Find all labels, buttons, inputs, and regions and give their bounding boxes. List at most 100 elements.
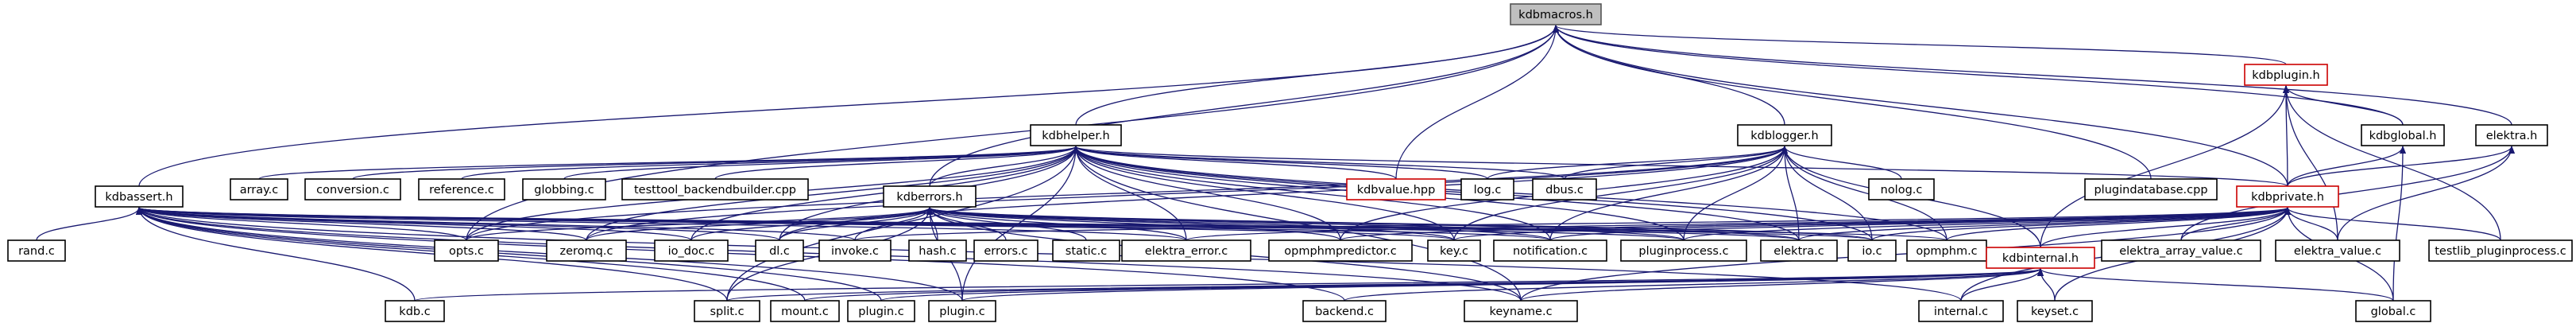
edge-kdbprivate-to-elektra_h	[2287, 146, 2515, 187]
node-io[interactable]: io.c	[1847, 239, 1897, 262]
edge-opmphmpredictor-to-kdberrors	[926, 207, 1341, 241]
edge-elektra_array_value-to-elektra_h	[2180, 146, 2515, 241]
node-kdbassert[interactable]: kdbassert.h	[95, 185, 184, 208]
node-kdbinternal[interactable]: kdbinternal.h	[1986, 247, 2095, 269]
node-kdb_c[interactable]: kdb.c	[385, 300, 445, 322]
node-opmphm[interactable]: opmphm.c	[1906, 239, 1987, 262]
node-dbus[interactable]: dbus.c	[1532, 178, 1597, 200]
node-globbing[interactable]: globbing.c	[522, 178, 606, 200]
edge-global-to-kdbglobal	[2392, 146, 2406, 302]
node-box	[654, 239, 729, 262]
node-notification[interactable]: notification.c	[1493, 239, 1607, 262]
node-label: static.c	[1066, 245, 1107, 258]
edge-keyname-to-kdbinternal	[1520, 268, 2044, 302]
node-elektra_c[interactable]: elektra.c	[1760, 239, 1838, 262]
node-label: pluginprocess.c	[1638, 245, 1728, 258]
node-nolog[interactable]: nolog.c	[1868, 178, 1935, 200]
node-mount[interactable]: mount.c	[770, 300, 840, 322]
node-box	[1532, 178, 1597, 200]
node-hash[interactable]: hash.c	[908, 239, 967, 262]
node-zeromq[interactable]: zeromq.c	[546, 239, 627, 262]
node-kdblogger[interactable]: kdblogger.h	[1737, 124, 1832, 146]
edge-elektra_value-to-elektra_h	[2337, 146, 2515, 241]
node-label: reference.c	[429, 184, 494, 197]
node-pluginprocess[interactable]: pluginprocess.c	[1620, 239, 1747, 262]
node-elektra_h[interactable]: elektra.h	[2475, 124, 2548, 146]
node-static[interactable]: static.c	[1052, 239, 1120, 262]
node-elektra_array_value[interactable]: elektra_array_value.c	[2101, 239, 2261, 262]
node-kdbplugin[interactable]: kdbplugin.h	[2244, 64, 2328, 86]
node-kdbhelper[interactable]: kdbhelper.h	[1030, 124, 1122, 146]
edge-backend-to-kdbinternal	[1344, 268, 2044, 302]
edge-testlib_pp-to-kdbprivate	[2284, 207, 2501, 241]
node-label: backend.c	[1315, 306, 1374, 318]
edge-testlib_pp-to-kdbplugin	[2283, 85, 2501, 241]
node-box	[2361, 124, 2445, 146]
node-plugindb[interactable]: plugindatabase.cpp	[2084, 178, 2218, 200]
edge-plugin2-to-kdbinternal	[961, 268, 2044, 302]
edge-opts-to-kdbmacros	[466, 25, 1559, 241]
node-elektra_error[interactable]: elektra_error.c	[1121, 239, 1251, 262]
node-backend[interactable]: backend.c	[1302, 300, 1387, 322]
node-plugin1[interactable]: plugin.c	[847, 300, 915, 322]
node-array[interactable]: array.c	[230, 178, 288, 200]
edge-split-to-kdbassert	[136, 207, 728, 302]
node-elektra_value[interactable]: elektra_value.c	[2275, 239, 2400, 262]
node-invoke[interactable]: invoke.c	[818, 239, 892, 262]
node-kdbmacros[interactable]: kdbmacros.h	[1510, 3, 1602, 25]
node-box	[818, 239, 892, 262]
edge-globbing-to-kdbhelper	[563, 146, 1079, 180]
node-box	[2084, 178, 2218, 200]
edge-testtool-to-kdbhelper	[714, 146, 1079, 180]
node-testlib_pp[interactable]: testlib_pluginprocess.c	[2428, 239, 2573, 262]
node-label: keyname.c	[1489, 306, 1552, 318]
node-label: kdbassert.h	[105, 191, 172, 204]
node-key[interactable]: key.c	[1427, 239, 1481, 262]
edge-nolog-to-kdblogger	[1781, 146, 1902, 180]
edge-static-to-kdberrors	[926, 207, 1087, 241]
node-plugin2[interactable]: plugin.c	[928, 300, 996, 322]
node-kdbglobal[interactable]: kdbglobal.h	[2361, 124, 2445, 146]
node-box	[1847, 239, 1897, 262]
node-box	[1620, 239, 1747, 262]
node-box	[1464, 300, 1578, 322]
node-keyname[interactable]: keyname.c	[1464, 300, 1578, 322]
node-label: opts.c	[449, 245, 484, 258]
node-kdbvalue[interactable]: kdbvalue.hpp	[1346, 178, 1446, 200]
node-opts[interactable]: opts.c	[434, 239, 499, 262]
node-testtool[interactable]: testtool_backendbuilder.cpp	[621, 178, 809, 200]
node-box	[847, 300, 915, 322]
node-label: opmphm.c	[1916, 245, 1977, 258]
node-dl[interactable]: dl.c	[755, 239, 804, 262]
edge-kdbhelper-to-kdbmacros	[1075, 25, 1559, 126]
node-box	[1760, 239, 1838, 262]
node-label: log.c	[1474, 184, 1502, 197]
node-global[interactable]: global.c	[2355, 300, 2431, 322]
edge-kdb_c-to-kdbassert	[136, 207, 416, 302]
node-log[interactable]: log.c	[1460, 178, 1514, 200]
node-rand[interactable]: rand.c	[7, 239, 66, 262]
node-label: kdblogger.h	[1750, 130, 1818, 142]
node-opmphmpredictor[interactable]: opmphmpredictor.c	[1268, 239, 1413, 262]
edge-kdbprivate-to-kdbmacros	[1553, 25, 2288, 187]
edge-kdbassert-to-kdbmacros	[138, 25, 1559, 187]
node-box	[546, 239, 627, 262]
node-errors[interactable]: errors.c	[973, 239, 1039, 262]
edge-key-to-kdberrors	[926, 207, 1455, 241]
node-split[interactable]: split.c	[694, 300, 760, 322]
node-kdberrors[interactable]: kdberrors.h	[883, 185, 977, 208]
edge-elektra_c-to-kdbprivate	[1798, 207, 2291, 241]
edge-pluginprocess-to-kdbprivate	[1683, 207, 2291, 241]
node-label: kdbmacros.h	[1518, 9, 1593, 21]
node-label: zeromq.c	[560, 245, 613, 258]
edge-kdbvalue-to-kdbhelper	[1073, 146, 1397, 180]
node-conversion[interactable]: conversion.c	[304, 178, 401, 200]
node-internal[interactable]: internal.c	[1918, 300, 2004, 322]
node-box	[418, 178, 505, 200]
node-kdbprivate[interactable]: kdbprivate.h	[2236, 185, 2339, 208]
node-keyset[interactable]: keyset.c	[2017, 300, 2093, 322]
node-box	[1052, 239, 1120, 262]
node-io_doc[interactable]: io_doc.c	[654, 239, 729, 262]
edge-rand-to-kdbassert	[36, 207, 142, 241]
node-reference[interactable]: reference.c	[418, 178, 505, 200]
